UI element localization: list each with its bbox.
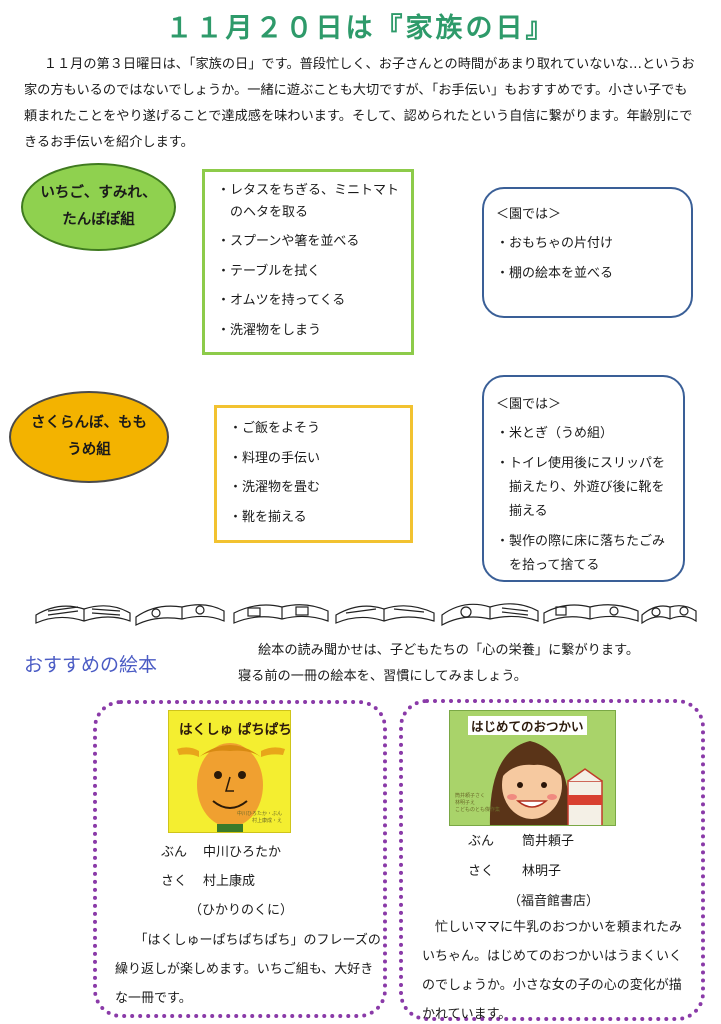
author-label: ぶん — [468, 834, 495, 849]
illustrator-label: さく — [468, 864, 495, 879]
school-heading: ＜園では＞ — [496, 397, 562, 412]
illustrator-label: さく — [161, 874, 188, 889]
smiling-face-illustration — [177, 743, 285, 832]
group-label-sakuranbo: さくらんぼ、もも うめ組 — [9, 391, 169, 483]
illustrator-name: 林明子 — [522, 864, 562, 879]
book-card-hakushu — [93, 700, 387, 1018]
book-cover-hakushu: はくしゅ ぱちぱち 中川ひろたか・ぶん 村上康成・え — [168, 710, 291, 833]
author-label: ぶん — [161, 845, 188, 860]
author-name: 筒井頼子 — [522, 834, 575, 849]
recommend-line: 寝る前の一冊の絵本を、習慣にしてみましょう。 — [238, 669, 527, 684]
publisher: （ひかりのくに） — [189, 903, 294, 918]
cover-title: はくしゅ ぱちぱち — [179, 722, 291, 738]
cover-credits: 中川ひろたか・ぶん 村上康成・え — [236, 811, 282, 824]
group-name-line: いちご、すみれ、 — [40, 185, 157, 201]
school-task-item: ・おもちゃの片付け — [496, 236, 614, 251]
group-label-ichigo: いちご、すみれ、 たんぽぽ組 — [21, 163, 176, 251]
book-description: 「はくしゅーぱちぱちぱち」のフレーズの繰り返しが楽しめます。いちご組も、大好きな… — [115, 933, 381, 1006]
cover-title: はじめてのおつかい — [468, 716, 587, 735]
author-name: 中川ひろたか — [203, 845, 282, 860]
school-tasks-box-2: ＜園では＞ ・米とぎ（うめ組） ・トイレ使用後にスリッパを揃えたり、外遊び後に靴… — [482, 375, 685, 582]
home-tasks-box-yellow: ・ご飯をよそう ・料理の手伝い ・洗濯物を畳む ・靴を揃える — [214, 405, 413, 543]
publisher: （福音館書店） — [508, 894, 600, 909]
open-book-icon — [135, 604, 225, 626]
school-task-item: ・棚の絵本を並べる — [496, 266, 614, 281]
task-item: ・洗濯物を畳む — [229, 480, 321, 495]
book-card-otsukai — [399, 699, 705, 1021]
school-tasks-box-1: ＜園では＞ ・おもちゃの片付け ・棚の絵本を並べる — [482, 187, 693, 318]
book-info-otsukai: ぶん 筒井頼子 さく 林明子 （福音館書店） — [468, 829, 599, 915]
open-book-icon — [641, 605, 697, 625]
open-book-icon — [233, 604, 329, 624]
book-description: 忙しいママに牛乳のおつかいを頼まれたみいちゃん。はじめてのおつかいはうまくいくの… — [422, 920, 683, 1022]
task-item: ・オムツを持ってくる — [217, 293, 346, 308]
recommend-text: 絵本の読み聞かせは、子どもたちの「心の栄養」に繋がります。 寝る前の一冊の絵本を… — [238, 638, 639, 690]
home-tasks-box-green: ・レタスをちぎる、ミニトマトのヘタを取る ・スプーンや箸を並べる ・テーブルを拭… — [202, 169, 414, 355]
group-name-line: たんぽぽ組 — [62, 212, 135, 228]
task-item: ・洗濯物をしまう — [217, 322, 322, 338]
open-book-icon — [441, 603, 539, 627]
girl-with-milk-illustration — [489, 741, 603, 825]
school-task-item: ・製作の際に床に落ちたごみを拾って捨てる — [496, 534, 666, 573]
open-book-icon — [35, 605, 131, 624]
task-item: ・スプーンや箸を並べる — [217, 234, 360, 249]
school-task-item: ・米とぎ（うめ組） — [496, 426, 614, 441]
open-book-icon — [543, 604, 639, 624]
group-name-line: うめ組 — [67, 442, 111, 458]
task-item: ・ご飯をよそう — [229, 421, 321, 436]
open-book-icon — [335, 605, 435, 624]
task-item: ・レタスをちぎる、ミニトマトのヘタを取る — [217, 183, 400, 220]
school-task-item: ・トイレ使用後にスリッパを揃えたり、外遊び後に靴を揃える — [496, 456, 666, 519]
book-info-hakushu: ぶん中川ひろたか さく村上康成 （ひかりのくに） — [161, 840, 293, 924]
recommend-line: 絵本の読み聞かせは、子どもたちの「心の栄養」に繋がります。 — [258, 643, 640, 658]
task-item: ・料理の手伝い — [229, 450, 321, 466]
intro-paragraph: １１月の第３日曜日は、「家族の日」です。普段忙しく、お子さんとの時間があまり取れ… — [24, 52, 700, 156]
cover-credits: 筒井頼子さく 林明子え こどものとも傑作集 — [455, 793, 501, 813]
illustrator-name: 村上康成 — [203, 874, 256, 889]
school-heading: ＜園では＞ — [496, 207, 562, 222]
page-title: １１月２０日は『家族の日』 — [165, 13, 556, 44]
book-cover-otsukai: はじめてのおつかい 筒井頼子さく 林明子え こどものとも傑作集 — [449, 710, 616, 826]
task-item: ・靴を揃える — [229, 509, 307, 525]
group-name-line: さくらんぼ、もも — [31, 415, 147, 431]
book-illustration-divider — [35, 603, 697, 627]
recommend-heading: おすすめの絵本 — [24, 654, 158, 676]
intro-text: １１月の第３日曜日は、「家族の日」です。普段忙しく、お子さんとの時間があまり取れ… — [24, 57, 695, 150]
task-item: ・テーブルを拭く — [217, 263, 321, 279]
